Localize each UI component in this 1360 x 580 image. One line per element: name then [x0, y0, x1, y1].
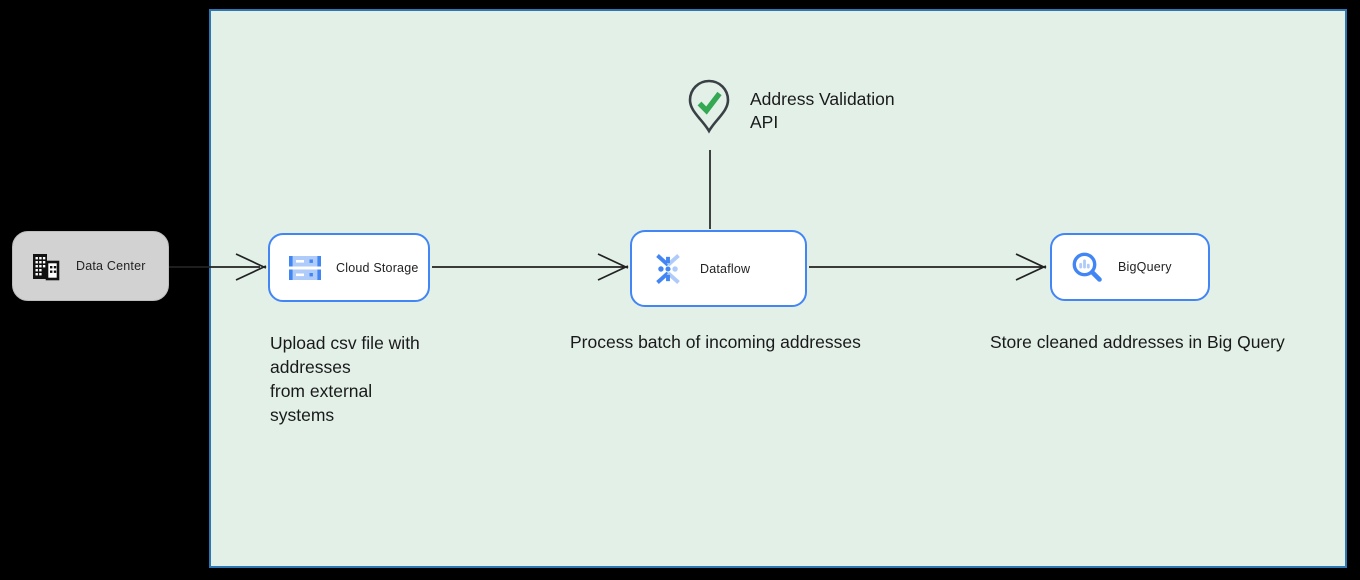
data-center-building-icon: [33, 254, 60, 281]
address-validation-label: Address Validation API: [750, 89, 895, 132]
node-dataflow[interactable]: Dataflow: [630, 230, 807, 307]
dataflow-icon: [656, 253, 680, 284]
node-label: Cloud Storage: [336, 260, 419, 275]
node-label: Dataflow: [700, 261, 751, 276]
node-label: BigQuery: [1118, 260, 1172, 274]
map-pin-check-icon: [688, 79, 730, 134]
caption-bigquery: Store cleaned addresses in Big Query: [990, 332, 1285, 352]
node-label: Data Center: [76, 259, 146, 273]
caption-cloud-storage: Upload csv file with addresses from exte…: [270, 333, 420, 425]
node-bigquery[interactable]: BigQuery: [1050, 233, 1210, 301]
bigquery-icon: [1072, 252, 1102, 282]
caption-dataflow: Process batch of incoming addresses: [570, 332, 861, 352]
address-validation-pin[interactable]: [686, 78, 732, 136]
cloud-storage-icon: [289, 255, 321, 280]
node-cloud-storage[interactable]: Cloud Storage: [268, 233, 430, 302]
node-data-center[interactable]: Data Center: [12, 231, 169, 301]
